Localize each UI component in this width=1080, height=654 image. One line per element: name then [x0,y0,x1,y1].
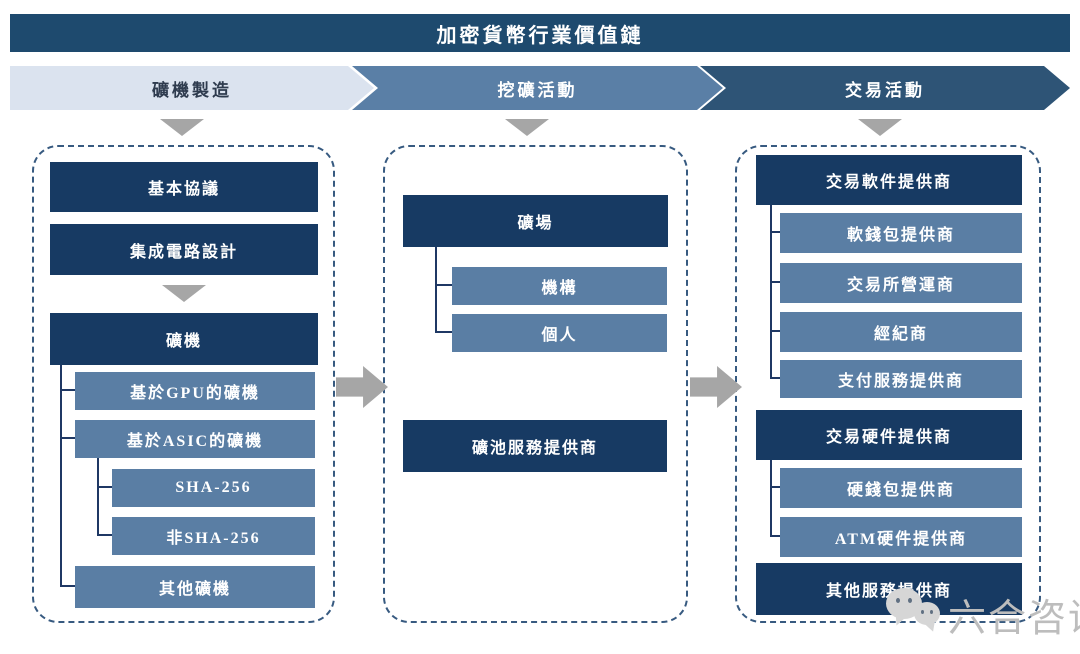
stage-chevron-mining-machine-manufacturing: 礦機製造 [10,66,374,110]
stage-label: 礦機製造 [152,80,232,100]
node-atm-hardware-provider: ATM硬件提供商 [780,517,1022,557]
down-arrow-icon [162,285,206,302]
node-soft-wallet-provider: 軟錢包提供商 [780,213,1022,253]
node-other-service-provider: 其他服務提供商 [756,563,1022,615]
watermark-text: 六合咨询 [948,598,1080,640]
stage-label: 交易活動 [845,80,925,100]
node-trading-software-provider: 交易軟件提供商 [756,155,1022,205]
stage-label: 挖礦活動 [497,80,578,100]
stage-chevron-trading-activities: 交易活動 [700,66,1070,110]
column-manufacturing [32,145,335,623]
node-pool-service-provider: 礦池服務提供商 [403,420,667,472]
down-arrow-icon [160,119,204,136]
node-individual: 個人 [452,314,667,352]
connector-line [770,205,780,379]
connector-line [435,247,452,333]
node-other-machines: 其他礦機 [75,566,315,608]
node-ic-design: 集成電路設計 [50,224,318,275]
down-arrow-icon [505,119,549,136]
node-sha256: SHA-256 [112,469,315,507]
node-hard-wallet-provider: 硬錢包提供商 [780,468,1022,508]
node-mine-farm: 礦場 [403,195,668,247]
node-exchange-operator: 交易所營運商 [780,263,1022,303]
node-non-sha256: 非SHA-256 [112,517,315,555]
node-institution: 機構 [452,267,667,305]
connector-line [770,460,780,537]
wechat-icon [884,584,944,640]
node-asic-machine: 基於ASIC的礦機 [75,420,315,458]
connector-line [97,458,112,536]
node-base-protocol: 基本協議 [50,162,318,212]
diagram-title: 加密貨幣行業價值鏈 [10,14,1070,52]
right-arrow-icon [336,366,388,408]
watermark: 六合咨询 [884,584,1080,648]
node-broker: 經紀商 [780,312,1022,352]
node-payment-service-provider: 支付服務提供商 [780,360,1022,398]
connector-line [60,365,75,587]
stage-chevron-mining-activities: 挖礦活動 [352,66,723,110]
node-gpu-machine: 基於GPU的礦機 [75,372,315,410]
node-trading-hardware-provider: 交易硬件提供商 [756,410,1022,460]
down-arrow-icon [858,119,902,136]
node-mining-machine: 礦機 [50,313,318,365]
